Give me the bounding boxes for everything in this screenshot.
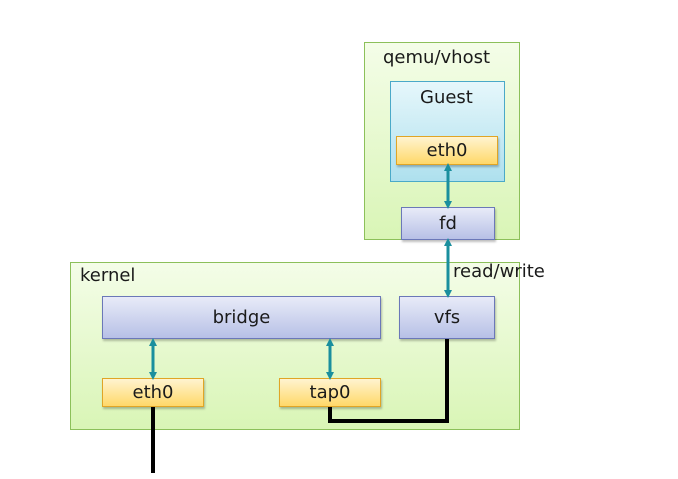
vfs-label: vfs: [433, 307, 461, 328]
guest-title: Guest: [420, 87, 473, 108]
fd-label: fd: [439, 213, 457, 234]
guest-eth0-block: eth0: [396, 136, 498, 165]
vfs-block: vfs: [399, 296, 495, 339]
tap0-label: tap0: [309, 382, 351, 403]
bridge-label: bridge: [212, 307, 271, 328]
bridge-block: bridge: [102, 296, 381, 339]
guest-eth0-label: eth0: [426, 140, 468, 161]
tap0-vfs-wire: [328, 339, 449, 423]
kernel-title: kernel: [80, 265, 136, 286]
tap0-block: tap0: [279, 378, 381, 407]
read-write-label: read/write: [453, 261, 545, 282]
kernel-eth0-label: eth0: [132, 382, 174, 403]
qemu-vhost-title: qemu/vhost: [383, 47, 491, 68]
kernel-eth0-block: eth0: [102, 378, 204, 407]
